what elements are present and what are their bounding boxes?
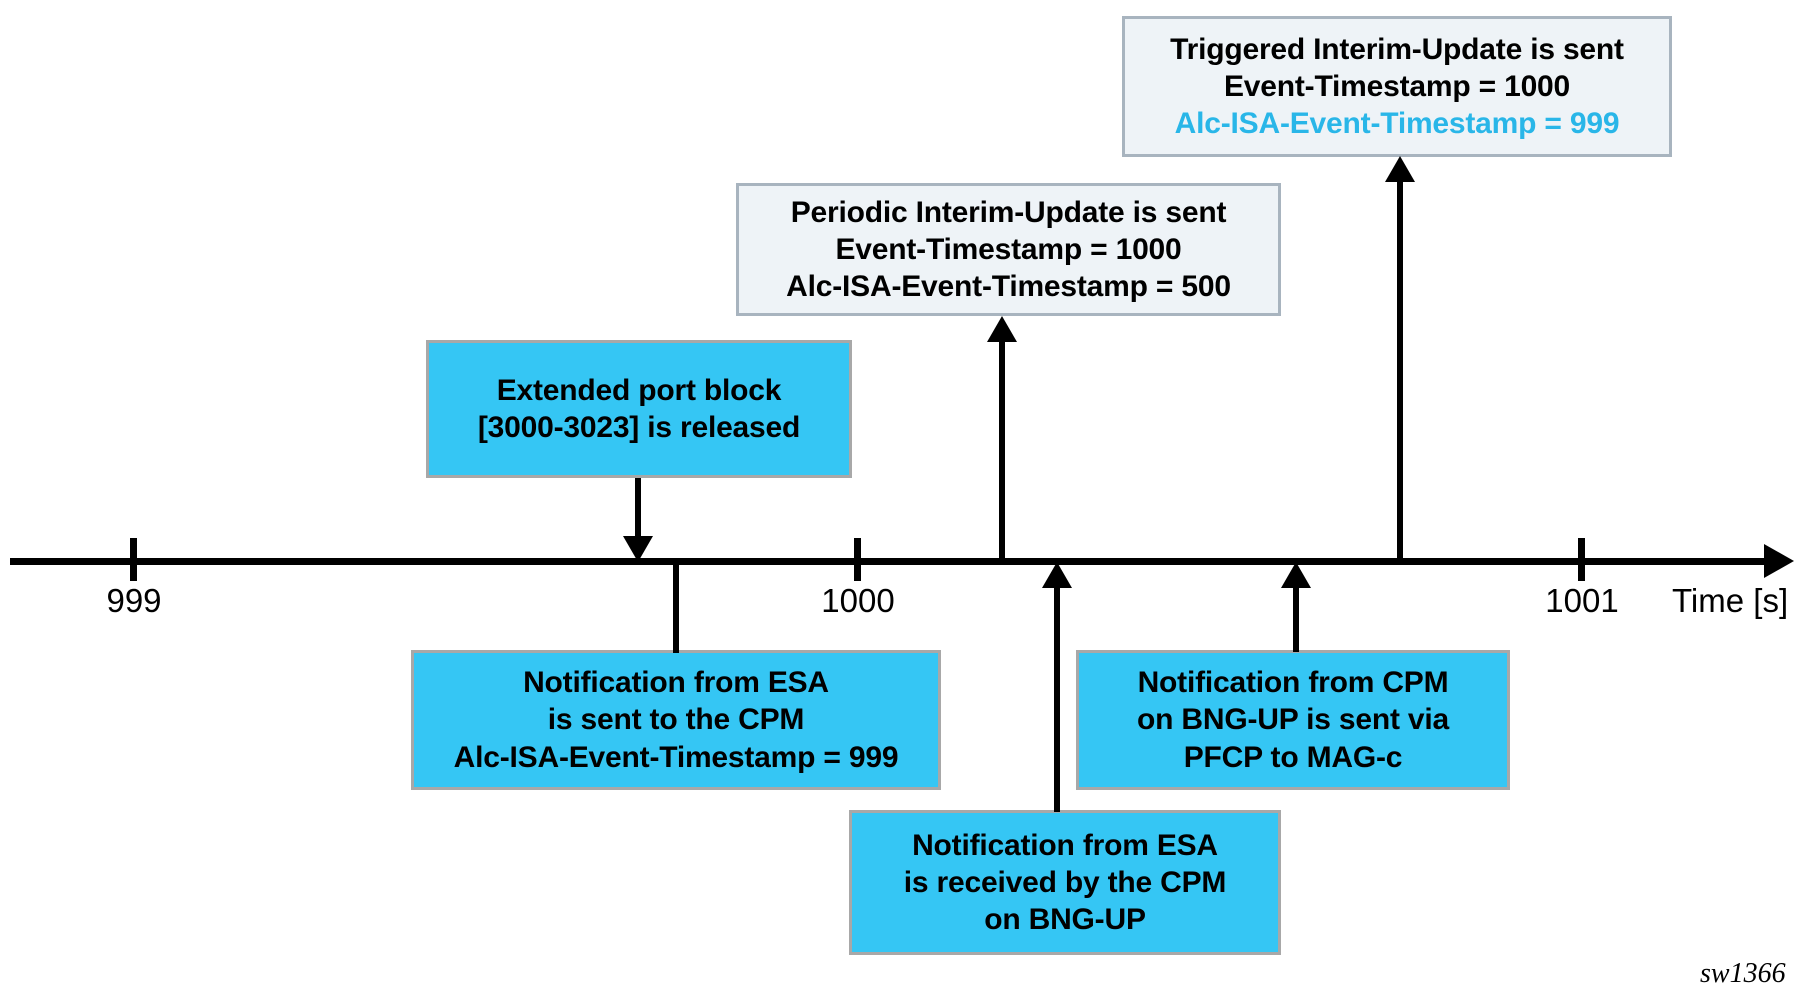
time-axis-line [10, 558, 1780, 565]
connector-axis-to-triggered-interim-update [1397, 180, 1403, 565]
arrowhead-up-icon [1385, 156, 1415, 182]
callout-notification-esa-received-by-cpm: Notification from ESA is received by the… [849, 810, 1281, 955]
callout-line: Alc-ISA-Event-Timestamp = 500 [786, 270, 1231, 304]
callout-line: Event-Timestamp = 1000 [835, 232, 1182, 266]
callout-line: Notification from ESA [523, 666, 829, 700]
callout-line: is sent to the CPM [547, 703, 805, 737]
axis-caption-time: Time [s] [1672, 582, 1789, 619]
arrowhead-up-icon [987, 316, 1017, 342]
callout-periodic-interim-update: Periodic Interim-Update is sent Event-Ti… [736, 183, 1281, 316]
connector-extended-port-block-to-axis [635, 478, 641, 540]
connector-notification-esa-received-to-axis [1054, 588, 1060, 812]
callout-line: Notification from ESA [912, 828, 1218, 862]
callout-line: Alc-ISA-Event-Timestamp = 999 [453, 740, 899, 774]
connector-axis-to-notification-esa-sent [673, 561, 679, 653]
arrowhead-up-icon [1281, 562, 1311, 588]
callout-line-accent: Alc-ISA-Event-Timestamp = 999 [1174, 107, 1620, 141]
figure-id-label: sw1366 [1700, 958, 1786, 989]
axis-tick-label-1000: 1000 [821, 582, 895, 619]
callout-line: Extended port block [496, 373, 782, 407]
callout-line: Event-Timestamp = 1000 [1223, 69, 1571, 103]
arrowhead-up-icon [1042, 562, 1072, 588]
callout-line: on BNG-UP [984, 903, 1146, 937]
connector-notification-cpm-to-axis [1293, 588, 1299, 652]
callout-line: Triggered Interim-Update is sent [1170, 32, 1624, 66]
axis-tick-1001 [1578, 538, 1585, 581]
callout-notification-cpm-sent-via-pfcp: Notification from CPM on BNG-UP is sent … [1076, 650, 1510, 790]
callout-extended-port-block-released: Extended port block [3000-3023] is relea… [426, 340, 852, 478]
arrowhead-down-icon [623, 536, 653, 562]
axis-tick-label-1001: 1001 [1545, 582, 1619, 619]
axis-tick-999 [130, 538, 137, 581]
callout-line: PFCP to MAG-c [1183, 740, 1403, 774]
axis-arrowhead-icon [1764, 544, 1794, 578]
axis-tick-label-999: 999 [106, 582, 162, 619]
callout-line: Periodic Interim-Update is sent [790, 195, 1227, 229]
callout-line: Notification from CPM [1137, 666, 1449, 700]
connector-axis-to-periodic-interim-update [999, 340, 1005, 565]
callout-line: is received by the CPM [903, 865, 1227, 899]
callout-triggered-interim-update: Triggered Interim-Update is sent Event-T… [1122, 16, 1672, 157]
callout-line: [3000-3023] is released [477, 411, 801, 444]
callout-line: on BNG-UP is sent via [1137, 703, 1449, 737]
callout-notification-esa-sent-to-cpm: Notification from ESA is sent to the CPM… [411, 650, 941, 790]
axis-tick-1000 [854, 538, 861, 581]
